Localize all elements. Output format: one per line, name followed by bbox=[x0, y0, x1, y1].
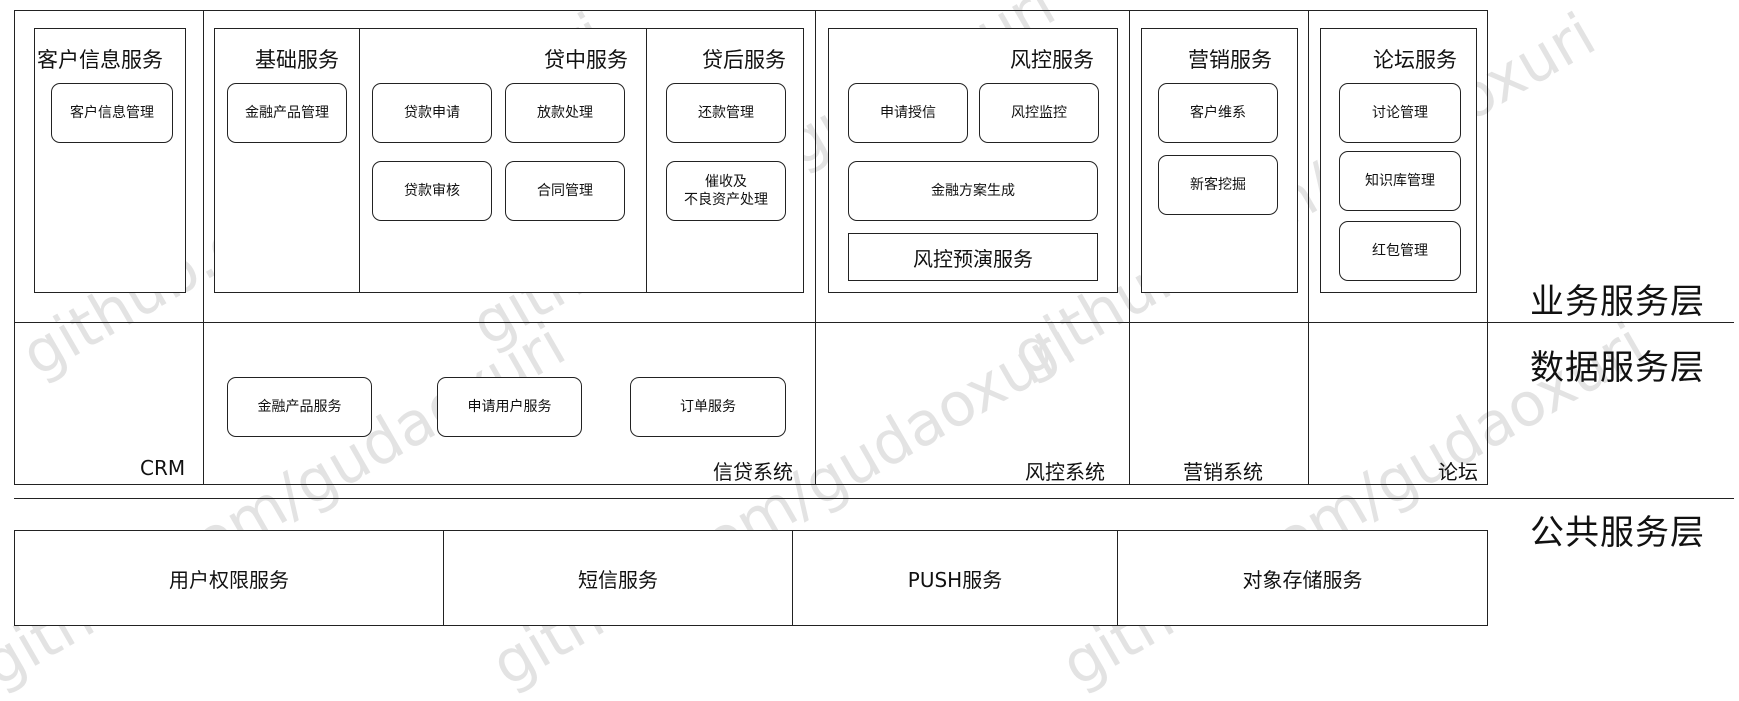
loan-review-button[interactable]: 贷款审核 bbox=[372, 161, 492, 221]
new-customer-acquisition-button[interactable]: 新客挖掘 bbox=[1158, 155, 1278, 215]
financial-product-service-button[interactable]: 金融产品服务 bbox=[227, 377, 372, 437]
risk-service-title: 风控服务 bbox=[1010, 48, 1094, 72]
credit-system-label: 信贷系统 bbox=[713, 460, 793, 484]
push-service[interactable]: PUSH服务 bbox=[792, 530, 1118, 626]
crm-system-label: CRM bbox=[140, 456, 186, 480]
forum-service-title: 论坛服务 bbox=[1373, 48, 1457, 72]
user-permission-service[interactable]: 用户权限服务 bbox=[14, 530, 444, 626]
risk-simulation-service[interactable]: 风控预演服务 bbox=[848, 233, 1098, 281]
customer-info-service-box bbox=[34, 28, 186, 293]
business-data-divider bbox=[14, 322, 1734, 323]
red-packet-management-button[interactable]: 红包管理 bbox=[1339, 221, 1461, 281]
contract-management-button[interactable]: 合同管理 bbox=[505, 161, 625, 221]
loan-application-button[interactable]: 贷款申请 bbox=[372, 83, 492, 143]
basic-service-title: 基础服务 bbox=[255, 48, 339, 72]
knowledge-base-management-button[interactable]: 知识库管理 bbox=[1339, 151, 1461, 211]
collection-bad-asset-button[interactable]: 催收及 不良资产处理 bbox=[666, 161, 786, 221]
financial-plan-generation-button[interactable]: 金融方案生成 bbox=[848, 161, 1098, 221]
order-service-button[interactable]: 订单服务 bbox=[630, 377, 786, 437]
repayment-management-button[interactable]: 还款管理 bbox=[666, 83, 786, 143]
marketing-system-label: 营销系统 bbox=[1183, 460, 1263, 484]
public-layer-divider bbox=[14, 498, 1734, 499]
public-layer-label: 公共服务层 bbox=[1530, 513, 1705, 553]
credit-business-box bbox=[214, 28, 804, 293]
risk-monitoring-button[interactable]: 风控监控 bbox=[979, 83, 1099, 143]
object-storage-service[interactable]: 对象存储服务 bbox=[1117, 530, 1488, 626]
business-layer-label: 业务服务层 bbox=[1530, 282, 1705, 322]
applicant-service-button[interactable]: 申请用户服务 bbox=[437, 377, 582, 437]
in-loan-service-title: 贷中服务 bbox=[544, 48, 628, 72]
forum-system-label: 论坛 bbox=[1438, 460, 1478, 484]
discussion-management-button[interactable]: 讨论管理 bbox=[1339, 83, 1461, 143]
post-loan-service-title: 贷后服务 bbox=[702, 48, 786, 72]
credit-divider-1 bbox=[359, 28, 360, 293]
loan-disbursement-button[interactable]: 放款处理 bbox=[505, 83, 625, 143]
data-layer-label: 数据服务层 bbox=[1530, 348, 1705, 388]
credit-divider-2 bbox=[646, 28, 647, 293]
customer-retention-button[interactable]: 客户维系 bbox=[1158, 83, 1278, 143]
sms-service[interactable]: 短信服务 bbox=[443, 530, 793, 626]
credit-application-button[interactable]: 申请授信 bbox=[848, 83, 968, 143]
forum-system-frame bbox=[1308, 10, 1488, 485]
financial-product-management-button[interactable]: 金融产品管理 bbox=[227, 83, 347, 143]
marketing-service-title: 营销服务 bbox=[1188, 48, 1272, 72]
customer-info-management-button[interactable]: 客户信息管理 bbox=[51, 83, 173, 143]
customer-info-service-title: 客户信息服务 bbox=[37, 48, 163, 72]
risk-system-label: 风控系统 bbox=[1025, 460, 1105, 484]
